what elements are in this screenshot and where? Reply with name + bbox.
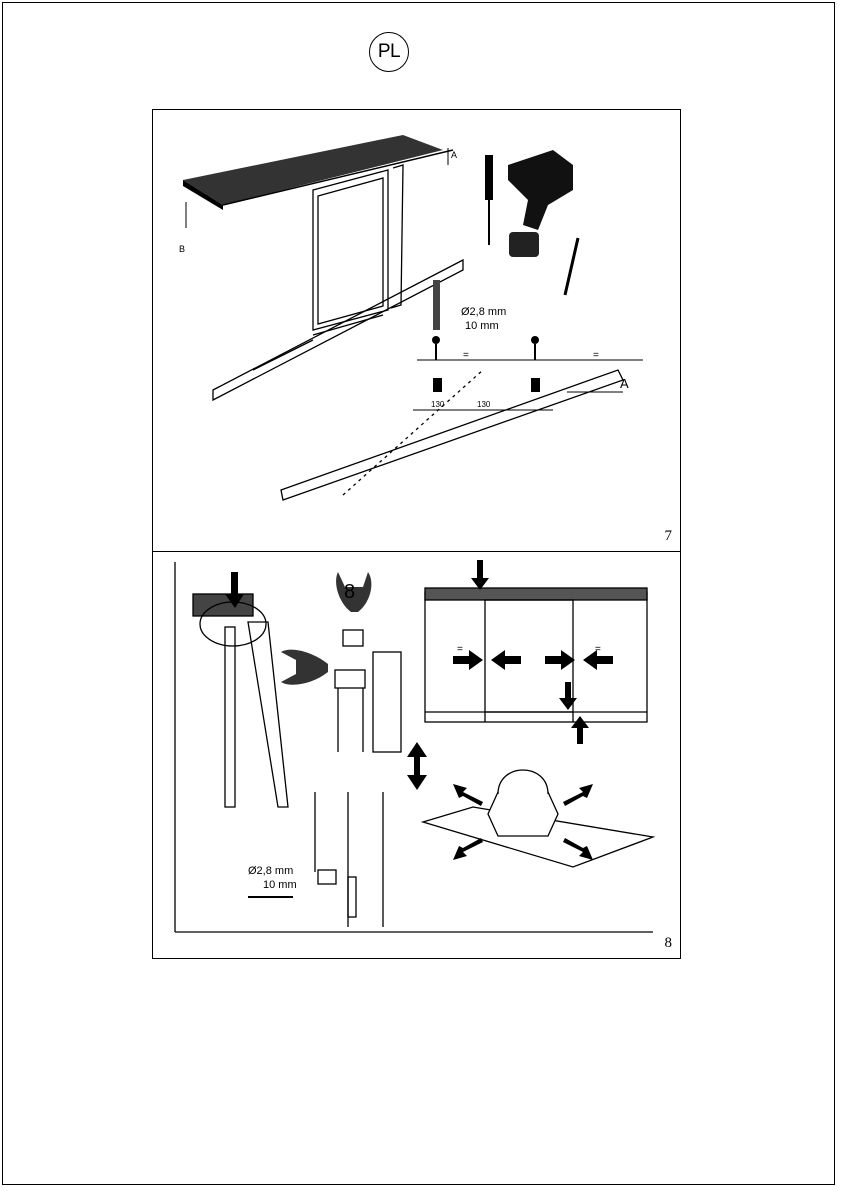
drill-bit-icon [433, 280, 440, 330]
distance-left-label: 130 [431, 400, 445, 409]
distance-right-label: 130 [477, 400, 491, 409]
dimension-a-label: A [620, 376, 629, 391]
equal-mark-left: = [457, 644, 463, 655]
wrench-size-label: 8 [344, 581, 355, 603]
base-board-icon [281, 370, 623, 500]
front-view-icon [425, 588, 647, 722]
equal-mark-right: = [595, 644, 601, 655]
screwdriver-icon [485, 155, 493, 245]
cabinet-icon [213, 165, 463, 400]
figure-8-door-adjustment: 8 Ø2,8 mm 10 mm [152, 551, 681, 959]
pencil-icon [565, 238, 578, 295]
drill-depth-label: 10 mm [465, 320, 499, 332]
language-badge: PL [369, 32, 409, 72]
figure-8-number: 8 [665, 935, 673, 952]
drill-icon [508, 150, 573, 230]
figure-7-drawing: Ø2,8 mm 10 mm A A B = = 130 130 [153, 110, 681, 552]
drill-size-label: Ø2,8 mm [248, 865, 293, 877]
equal-mark-right: = [593, 350, 599, 361]
dimension-a-top-label: A [451, 150, 457, 160]
drill-depth-label: 10 mm [263, 879, 297, 891]
figure-8-drawing: 8 Ø2,8 mm 10 mm [153, 552, 681, 959]
bracket-icon [432, 336, 540, 392]
figure-7-mounting-brackets: Ø2,8 mm 10 mm A A B = = 130 130 7 [152, 109, 681, 552]
nut-icon [335, 630, 401, 752]
wrench-icon [281, 572, 371, 685]
vertical-adjust-icon [407, 742, 427, 790]
dimension-b-label: B [179, 244, 185, 254]
figure-7-number: 7 [665, 528, 673, 545]
equal-mark-left: = [463, 350, 469, 361]
tape-measure-icon [509, 232, 539, 257]
hinge-detail-icon [248, 792, 383, 927]
drill-size-label: Ø2,8 mm [461, 306, 506, 318]
